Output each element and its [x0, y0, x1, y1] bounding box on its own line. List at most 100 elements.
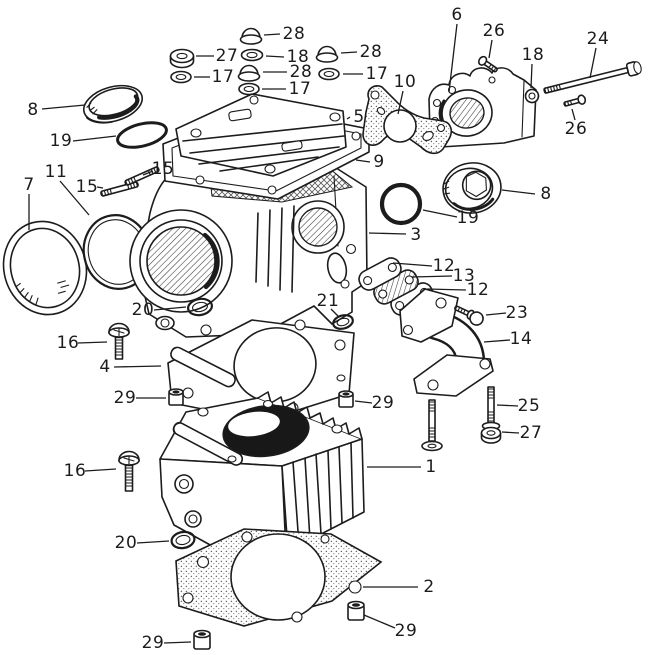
part-bolt-24	[543, 61, 642, 94]
callout-label-16: 16	[64, 461, 87, 481]
part-o-ring-21	[332, 314, 354, 330]
callout-leader-8	[501, 189, 536, 195]
callout-leader-6	[448, 23, 458, 93]
part-o-ring-20-bottom	[170, 530, 196, 550]
part-gasket-10	[362, 85, 453, 155]
callout-leader-20	[136, 540, 170, 544]
callout-leader-29	[363, 614, 396, 629]
callout-label-23: 23	[506, 303, 529, 323]
part-dowel-29-mid-right	[338, 390, 354, 408]
callout-leader-28	[340, 51, 358, 54]
callout-label-13: 13	[453, 266, 476, 286]
callout-label-27: 27	[520, 423, 543, 443]
callout-label-29: 29	[114, 388, 137, 408]
callout-leader-29	[354, 400, 373, 404]
part-washer-18-top	[240, 48, 264, 62]
callout-label-17: 17	[366, 64, 389, 84]
callout-leader-13	[411, 275, 453, 278]
part-washer-18-right	[524, 88, 540, 104]
part-cap-nut-28-c	[237, 64, 261, 82]
callout-label-29: 29	[142, 633, 165, 653]
callout-label-15: 15	[76, 177, 99, 197]
callout-leader-14	[483, 339, 511, 343]
callout-leader-20	[153, 306, 187, 311]
callout-label-20: 20	[132, 300, 155, 320]
part-stud-25-right	[487, 386, 495, 425]
callout-label-26: 26	[565, 119, 588, 139]
callout-leader-5	[346, 116, 351, 120]
callout-label-2: 2	[423, 577, 434, 597]
part-washer-under-stud-left	[421, 440, 443, 452]
callout-leader-26	[571, 108, 576, 121]
callout-leader-25	[496, 404, 519, 407]
part-stud-25-left	[428, 399, 436, 442]
callout-leader-21	[330, 308, 339, 317]
callout-label-20: 20	[115, 533, 138, 553]
callout-label-1: 1	[425, 457, 436, 477]
callout-label-10: 10	[394, 72, 417, 92]
callout-label-5: 5	[353, 107, 364, 127]
callout-label-12: 12	[433, 256, 456, 276]
part-screw-26-bottom	[563, 94, 587, 107]
callout-label-3: 3	[410, 225, 421, 245]
callout-leader-16	[77, 341, 108, 344]
part-cap-nut-28-a	[239, 27, 263, 45]
part-screw-26-top	[477, 55, 498, 73]
callout-leader-16	[84, 468, 117, 472]
part-bolt-23	[454, 305, 484, 326]
callout-leader-24	[589, 47, 597, 79]
callout-label-28: 28	[283, 24, 306, 44]
callout-label-15: 15	[152, 159, 175, 179]
callout-label-18: 18	[522, 45, 545, 65]
part-round-cover-7	[2, 220, 88, 316]
part-tappet-cap-left	[82, 84, 144, 124]
part-stud-15-left	[100, 181, 139, 197]
callout-label-27: 27	[216, 46, 239, 66]
callout-leader-26	[488, 39, 493, 59]
callout-label-4: 4	[99, 357, 110, 377]
part-cap-nut-28-b	[315, 45, 339, 63]
callout-label-12: 12	[467, 280, 490, 300]
callout-label-7: 7	[23, 175, 34, 195]
callout-label-28: 28	[290, 62, 313, 82]
callout-leader-27	[501, 431, 520, 434]
part-screw-16-top	[108, 322, 130, 360]
callout-label-29: 29	[372, 393, 395, 413]
callout-label-11: 11	[45, 162, 68, 182]
callout-label-19: 19	[457, 208, 480, 228]
part-o-ring-19-left	[116, 121, 168, 149]
part-washer-17-a	[170, 70, 192, 84]
part-nut-27-top	[169, 48, 195, 69]
callout-leader-18	[530, 63, 533, 89]
part-dowel-29-mid-left	[168, 388, 184, 406]
callout-leader-4	[113, 365, 162, 368]
callout-label-28: 28	[360, 42, 383, 62]
callout-label-29: 29	[395, 621, 418, 641]
callout-leader-12	[392, 262, 433, 267]
callout-leader-19	[72, 135, 117, 142]
callout-leader-29	[163, 641, 192, 644]
part-o-ring-19-right	[379, 182, 423, 226]
callout-leader-15	[96, 186, 104, 189]
callout-leader-12	[426, 288, 467, 291]
callout-label-26: 26	[483, 21, 506, 41]
part-screw-16-bottom	[118, 450, 140, 492]
part-washer-17-b	[318, 67, 340, 81]
callout-label-8: 8	[540, 184, 551, 204]
callout-leader-28	[263, 33, 281, 36]
callout-label-6: 6	[451, 5, 462, 25]
callout-label-8: 8	[27, 100, 38, 120]
callout-label-25: 25	[518, 396, 541, 416]
callout-leader-15	[142, 170, 154, 176]
part-base-gasket-2	[175, 528, 383, 627]
part-tappet-cap-right	[442, 162, 502, 214]
callout-label-16: 16	[57, 333, 80, 353]
callout-label-19: 19	[50, 131, 73, 151]
callout-label-24: 24	[587, 29, 610, 49]
callout-leader-19	[422, 209, 458, 218]
part-dowel-29-bottom-right	[347, 600, 365, 621]
callout-leader-11	[59, 180, 90, 216]
callout-label-17: 17	[289, 79, 312, 99]
